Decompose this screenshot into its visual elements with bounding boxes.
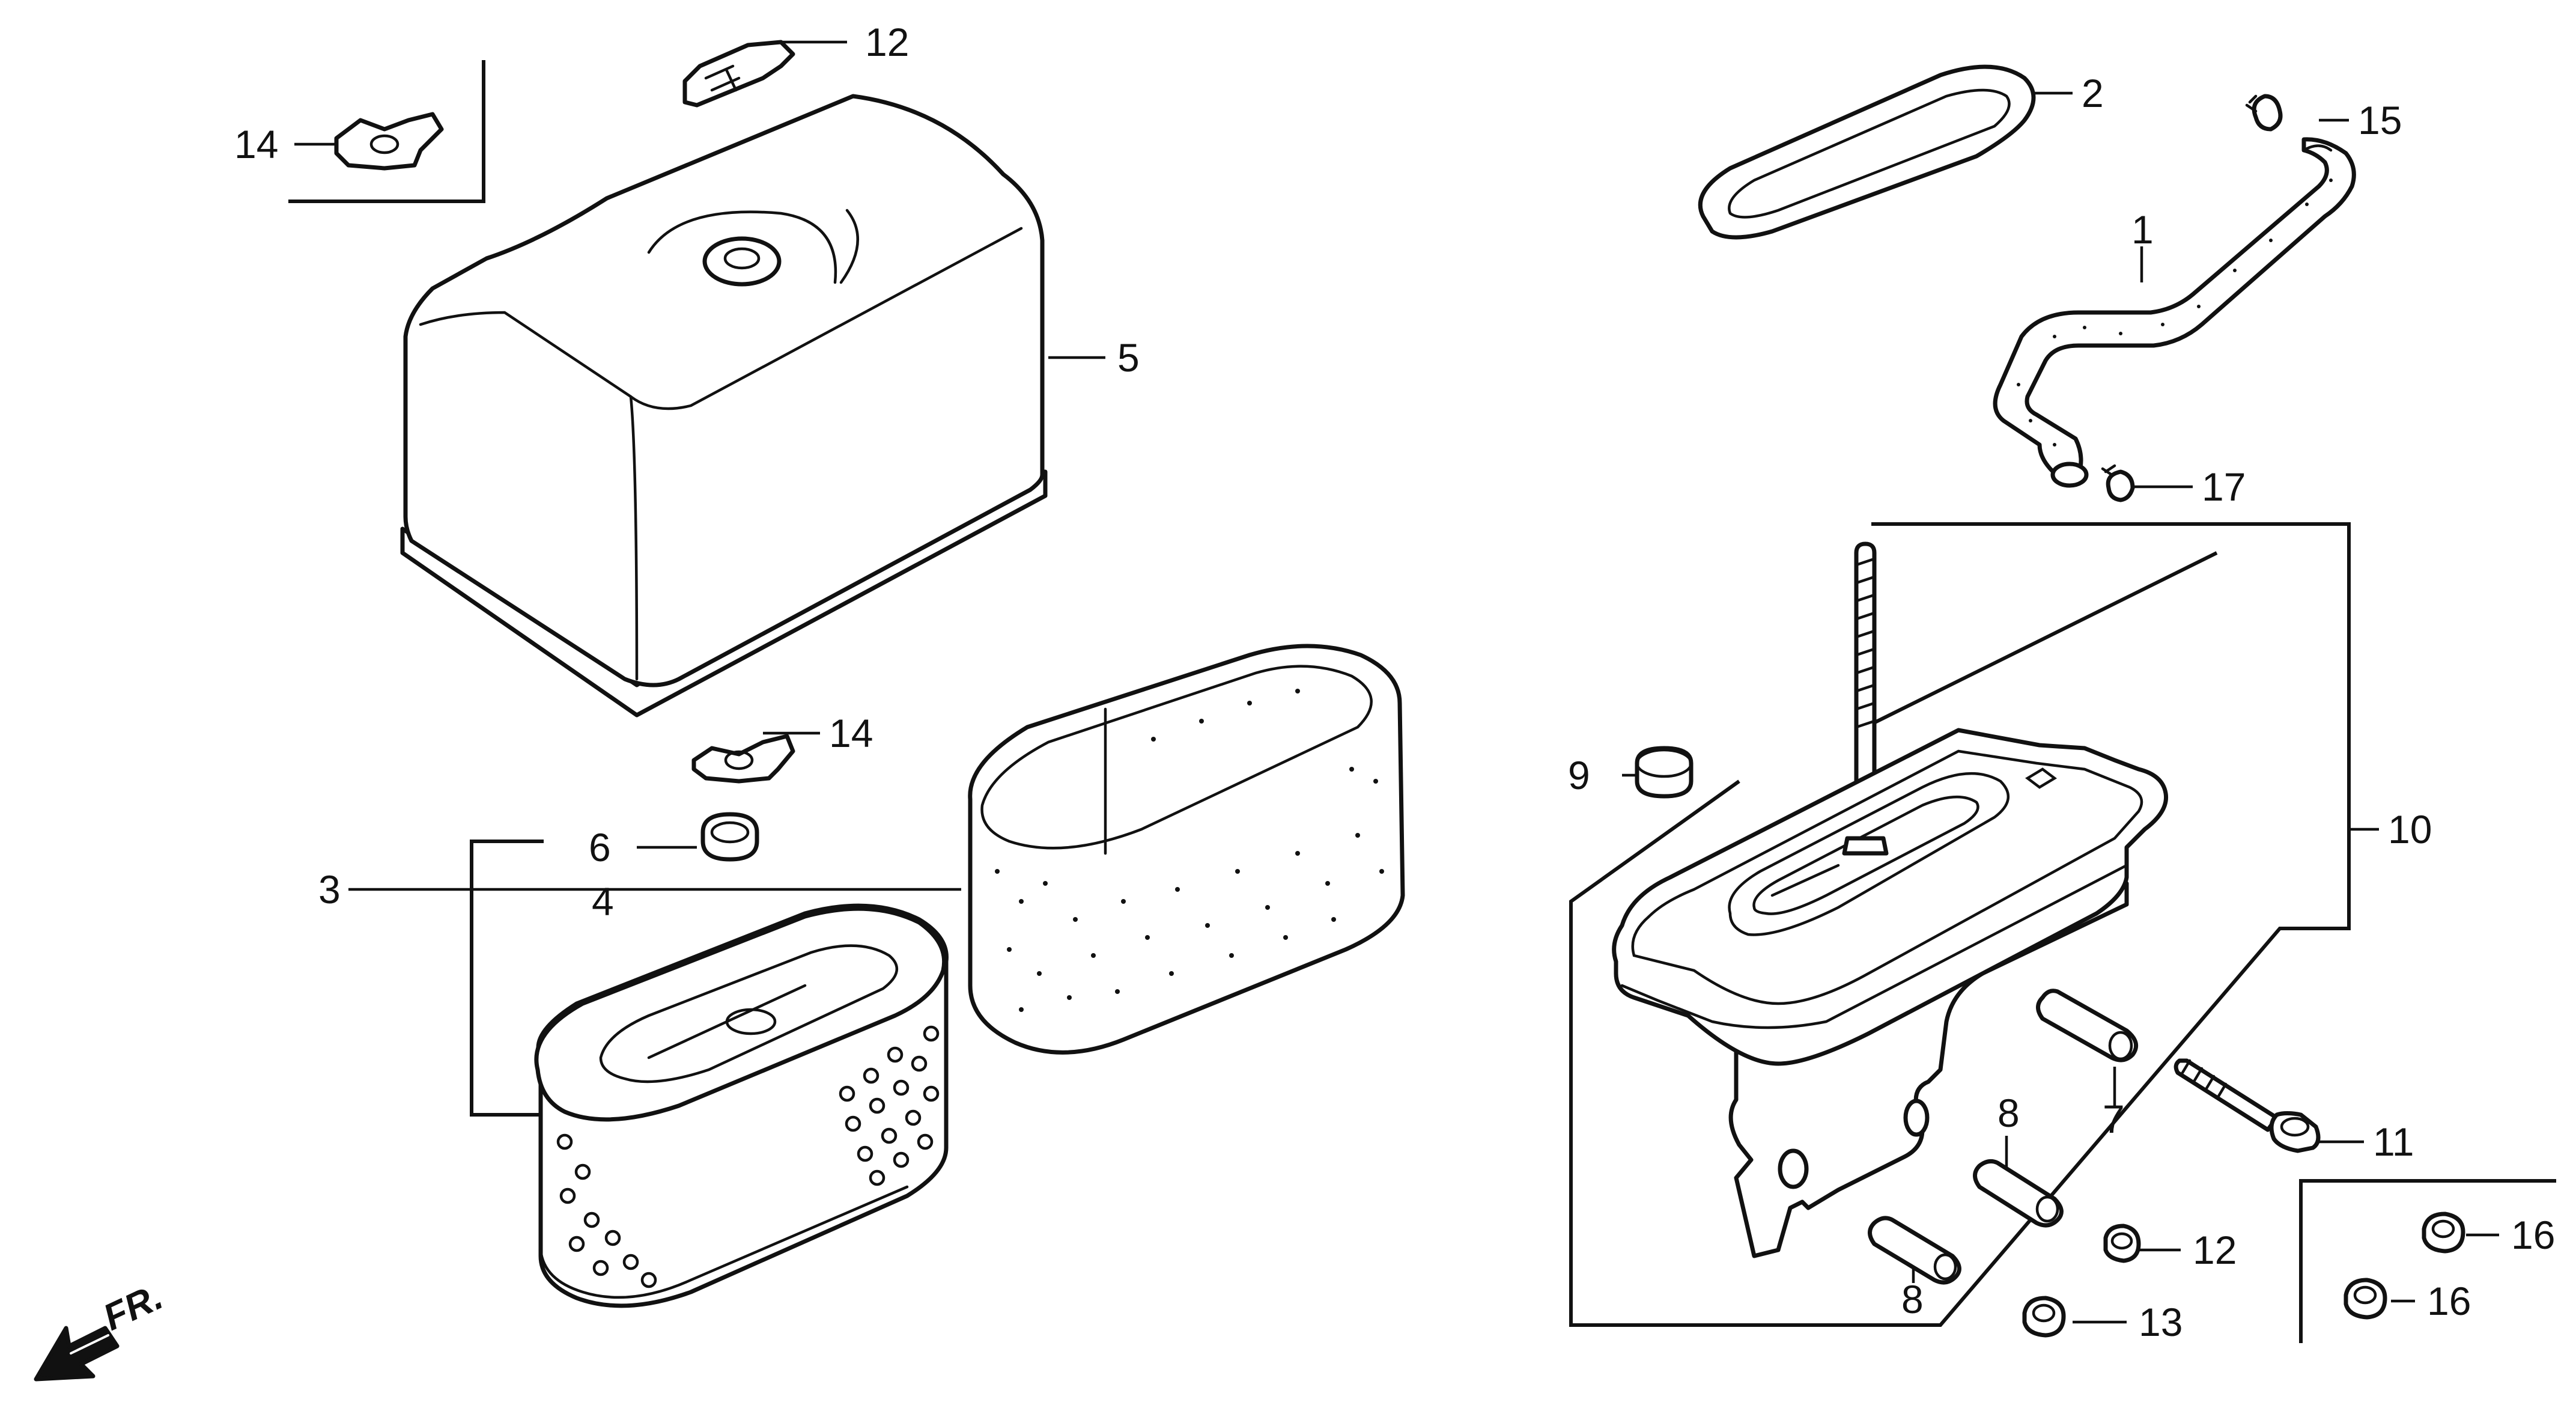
stud-threads [1855,557,1876,729]
callout-16-upper: 16 [2511,1213,2555,1257]
bolt-threads [2181,1059,2228,1098]
filter-element-part-3 [534,903,949,1308]
callout-17: 17 [2202,465,2246,509]
foam-element-part-4 [968,644,1405,1055]
callout-9: 9 [1568,753,1590,797]
filter-perforations [556,1025,940,1288]
callout-numbers: 12 14 5 14 6 3 4 2 15 1 17 9 10 7 8 11 1… [234,20,2555,1344]
air-cleaner-cover-part-5 [400,94,1048,718]
flange-nut-part-16-lower [2344,1278,2387,1320]
callout-3: 3 [318,867,341,912]
front-direction-arrow: FR. [34,1276,169,1382]
collar-part-8-upper [1973,1159,2064,1228]
grommet-part-6 [700,812,759,862]
bracket-lines [288,60,2556,1343]
tube-texture [2017,178,2333,447]
callout-10: 10 [2388,807,2432,852]
tube-clip-part-15 [2245,94,2283,132]
callout-12-lower: 13 [2139,1300,2183,1344]
collar-part-7 [2036,989,2139,1062]
wing-nut-part-14-top [334,112,444,171]
nut-part-12-lower [2022,1296,2066,1338]
callout-12-upper: 12 [2193,1228,2237,1272]
callout-6: 6 [589,825,611,870]
callout-7: 7 [2103,1097,2125,1141]
nut-part-12-upper [2103,1224,2141,1263]
callout-1: 1 [2131,207,2154,252]
callout-13: 12 [865,20,909,64]
tube-clip-part-17 [2101,464,2135,502]
air-cleaner-case-part-10 [1612,541,2169,1258]
callout-2: 2 [2082,71,2104,115]
callout-16-lower: 16 [2427,1279,2471,1323]
callout-14-middle: 14 [829,711,873,755]
leader-lines [294,40,2499,1324]
gasket-part-2 [1698,64,2036,240]
callout-11: 11 [2373,1120,2414,1164]
wing-nut-part-14-middle [691,734,795,784]
callout-15: 15 [2358,98,2402,142]
callout-8-lower: 8 [1901,1277,1924,1321]
clip-part-13 [682,40,795,108]
spacer-part-9 [1635,746,1694,799]
callout-5: 5 [1117,335,1140,380]
callout-8-upper: 8 [1997,1091,2020,1135]
callout-4: 4 [592,879,614,924]
bolt-part-11 [2174,1058,2321,1153]
foam-texture [995,689,1384,1012]
flange-nut-part-16-upper [2422,1212,2465,1254]
collar-part-8-lower [1868,1216,1961,1285]
callout-14-top: 14 [234,122,278,166]
breather-tube-part-1 [1993,137,2356,488]
